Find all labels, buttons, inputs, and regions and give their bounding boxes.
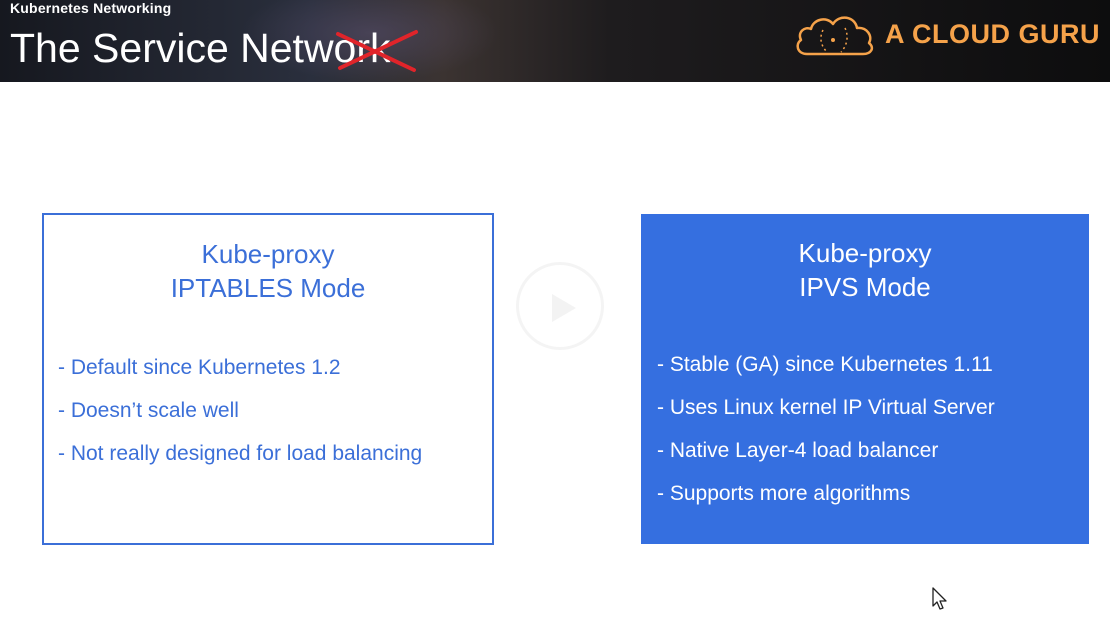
red-x-mark-icon: [336, 30, 418, 72]
brand-logo: A CLOUD GURU: [793, 10, 1100, 58]
lesson-title: The Service Network: [10, 25, 391, 71]
list-item: - Uses Linux kernel IP Virtual Server: [657, 396, 995, 419]
iptables-card-title: Kube-proxy IPTABLES Mode: [44, 237, 492, 305]
brand-name: A CLOUD GURU: [885, 18, 1100, 49]
iptables-mode-card: Kube-proxy IPTABLES Mode - Default since…: [42, 213, 494, 545]
ipvs-card-title-line1: Kube-proxy: [798, 238, 932, 268]
ipvs-card-title-line2: IPVS Mode: [799, 272, 931, 302]
list-item: - Native Layer-4 load balancer: [657, 439, 939, 462]
iptables-feature-list: - Default since Kubernetes 1.2 - Doesn’t…: [58, 353, 422, 482]
cloud-logo-icon: [796, 16, 874, 56]
list-item: - Doesn’t scale well: [58, 399, 239, 422]
ipvs-feature-list: - Stable (GA) since Kubernetes 1.11 - Us…: [657, 350, 995, 522]
ipvs-card-title: Kube-proxy IPVS Mode: [641, 236, 1089, 304]
iptables-card-title-line1: Kube-proxy: [201, 239, 335, 269]
list-item: - Stable (GA) since Kubernetes 1.11: [657, 353, 993, 376]
video-play-button[interactable]: [516, 262, 604, 350]
slide-header: Kubernetes Networking The Service Networ…: [0, 0, 1110, 82]
play-icon: [552, 294, 576, 322]
header-background-photo: [240, 0, 500, 82]
iptables-card-title-line2: IPTABLES Mode: [170, 273, 366, 303]
ipvs-mode-card: Kube-proxy IPVS Mode - Stable (GA) since…: [641, 214, 1089, 544]
course-name: Kubernetes Networking: [10, 0, 172, 16]
list-item: - Supports more algorithms: [657, 482, 911, 505]
list-item: - Default since Kubernetes 1.2: [58, 356, 341, 379]
mouse-cursor-icon: [932, 587, 947, 610]
list-item: - Not really designed for load balancing: [58, 442, 423, 465]
